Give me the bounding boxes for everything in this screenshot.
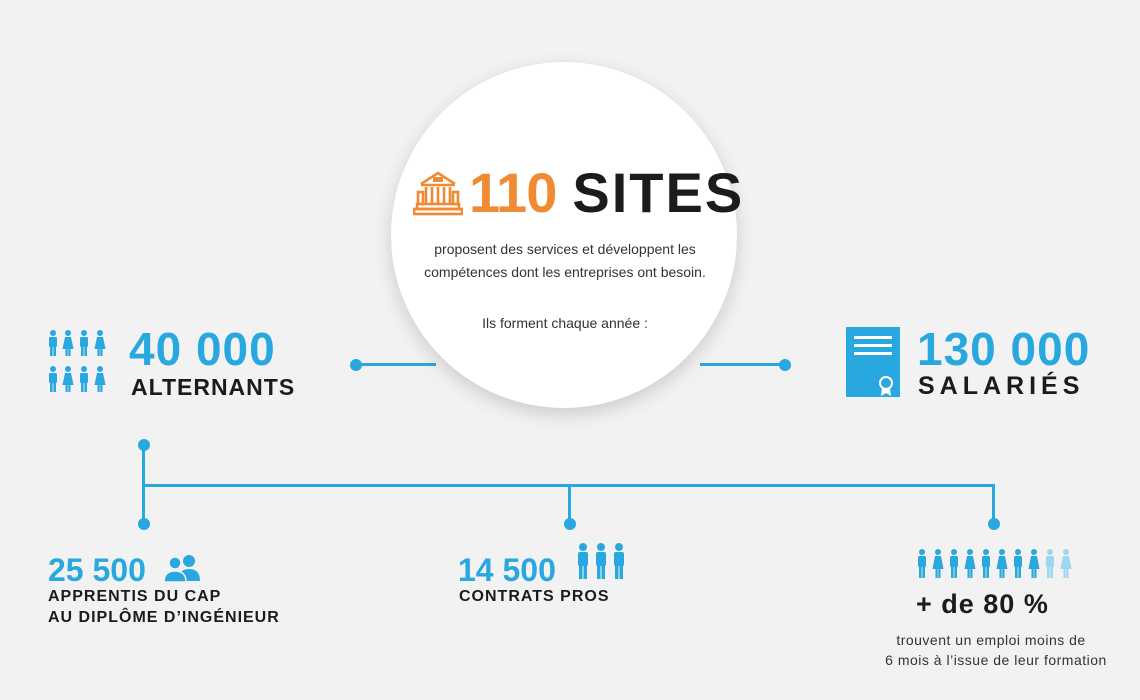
sites-word: SITES bbox=[572, 160, 745, 224]
sites-circle bbox=[391, 62, 737, 408]
tree-dot-mid bbox=[564, 518, 576, 530]
sites-headline: 110 SITES bbox=[413, 160, 745, 224]
emploi-text-1: trouvent un emploi moins de bbox=[896, 632, 1086, 648]
alternants-number: 40 000 bbox=[129, 323, 276, 375]
sites-description-3: Ils forment chaque année : bbox=[482, 315, 648, 331]
connector-right bbox=[700, 363, 786, 366]
salaries-label: SALARIÉS bbox=[918, 372, 1085, 400]
certificate-icon bbox=[846, 327, 900, 397]
connector-dot-right bbox=[779, 359, 791, 371]
sites-description-1: proposent des services et développent le… bbox=[434, 241, 696, 257]
connector-left bbox=[356, 363, 436, 366]
apprentis-number: 25 500 bbox=[48, 552, 146, 588]
tree-branch-right bbox=[992, 484, 995, 524]
salaries-number: 130 000 bbox=[917, 323, 1091, 375]
connector-dot-left bbox=[350, 359, 362, 371]
two-people-icon bbox=[163, 555, 200, 582]
tree-dot-left bbox=[138, 518, 150, 530]
building-icon bbox=[413, 171, 463, 216]
emploi-stat: + de 80 % bbox=[916, 589, 1049, 619]
tree-dot-right bbox=[988, 518, 1000, 530]
apprentis-label-1: APPRENTIS DU CAP bbox=[48, 588, 222, 605]
tree-branch-mid bbox=[568, 484, 571, 524]
sites-description-2: compétences dont les entreprises ont bes… bbox=[424, 264, 706, 280]
alternants-label: ALTERNANTS bbox=[131, 374, 296, 400]
emploi-text-2: 6 mois à l’issue de leur formation bbox=[885, 652, 1107, 668]
people-group-icon bbox=[49, 330, 106, 392]
contrats-number: 14 500 bbox=[458, 552, 556, 588]
sites-number: 110 bbox=[469, 160, 557, 224]
ten-people-icon bbox=[918, 549, 1072, 578]
three-people-icon bbox=[578, 543, 624, 579]
contrats-label: CONTRATS PROS bbox=[459, 588, 610, 605]
apprentis-label-2: AU DIPLÔME D’INGÉNIEUR bbox=[48, 609, 280, 626]
